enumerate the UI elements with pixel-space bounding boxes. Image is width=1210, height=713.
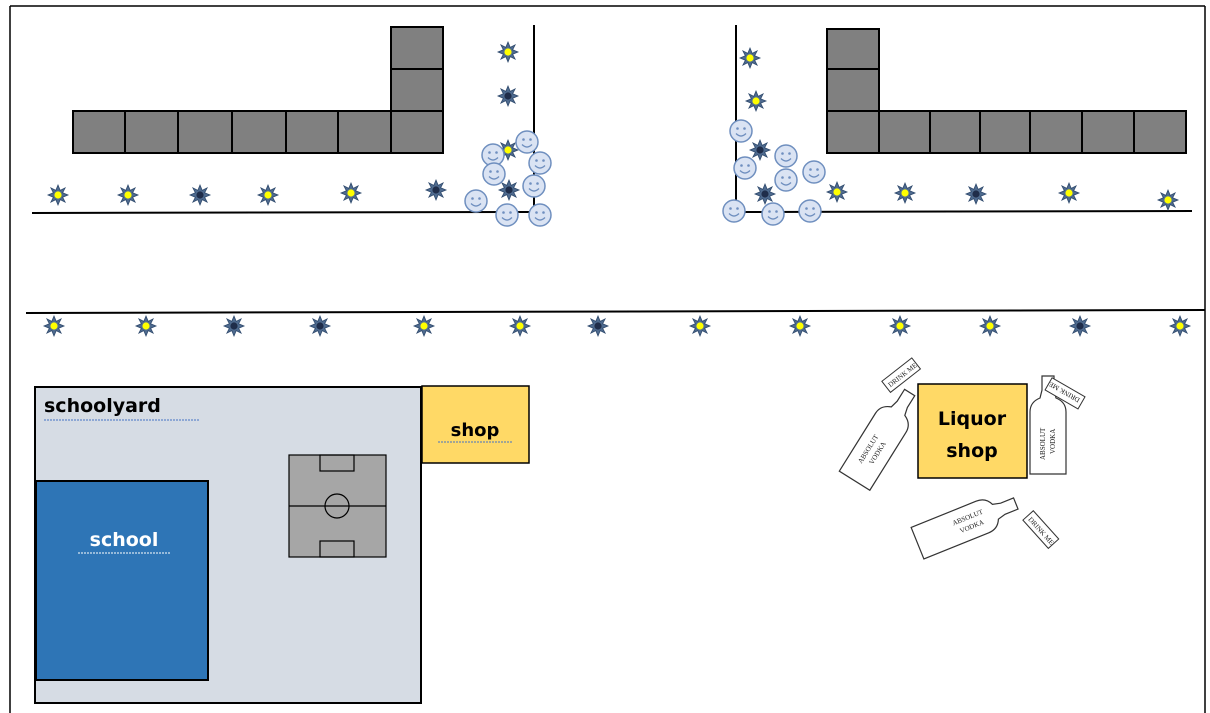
smiley-face-icon [522, 174, 546, 198]
building-block-left [72, 26, 444, 154]
smiley-face-icon [774, 144, 798, 168]
street-light-icon [826, 181, 848, 203]
smiley-face-icon [528, 203, 552, 227]
liquor-shop-building [917, 383, 1028, 479]
street-light-icon [425, 179, 447, 201]
smiley-face-icon [729, 119, 753, 143]
schoolyard-label: schoolyard [44, 395, 161, 417]
street-light-icon [979, 315, 1001, 337]
school-building [35, 480, 209, 681]
shop-label: shop [451, 420, 500, 441]
smiley-face-icon [528, 151, 552, 175]
street-light-icon [509, 315, 531, 337]
street-light-icon [135, 315, 157, 337]
vodka-bottles: ABSOLUT VODKA DRINK ME ABSOLUT VODKA DRI… [838, 357, 1086, 560]
smiley-face-icon [515, 130, 539, 154]
street-light-icon [739, 47, 761, 69]
street-light-icon [497, 85, 519, 107]
vodka-bottle-icon: ABSOLUT VODKA DRINK ME [910, 497, 1060, 560]
street-light-icon [749, 139, 771, 161]
streets [25, 25, 1206, 314]
smiley-face-icon [761, 202, 785, 226]
smiley-face-icon [464, 189, 488, 213]
street-light-icon [745, 90, 767, 112]
street-light-icon [189, 184, 211, 206]
street-light-icon [894, 182, 916, 204]
smiley-face-icon [774, 168, 798, 192]
street-lights [43, 41, 1191, 337]
street-light-icon [1069, 315, 1091, 337]
street-light-icon [1058, 182, 1080, 204]
shop-building [421, 385, 530, 464]
street-light-icon [497, 139, 519, 161]
street-light-icon [309, 315, 331, 337]
street-light-icon [117, 184, 139, 206]
street-light-icon [965, 183, 987, 205]
smiley-face-icon [482, 162, 506, 186]
people-groups [464, 119, 826, 227]
smiley-face-icon [802, 160, 826, 184]
street-light-icon [889, 315, 911, 337]
building-block-right [826, 28, 1187, 154]
liquor-shop-label-line2: shop [946, 440, 998, 462]
street-light-icon [497, 41, 519, 63]
vodka-bottle-icon: ABSOLUT VODKA DRINK ME [1029, 375, 1086, 475]
street-light-icon [754, 183, 776, 205]
street-light-icon [587, 315, 609, 337]
vodka-bottle-icon: ABSOLUT VODKA DRINK ME [838, 357, 922, 492]
street-main-south [25, 309, 1206, 314]
svg-text:ABSOLUT: ABSOLUT [1039, 427, 1047, 460]
svg-text:VODKA: VODKA [1049, 429, 1057, 454]
street-light-icon [47, 184, 69, 206]
liquor-shop-label-line1: Liquor [938, 408, 1007, 430]
street-light-icon [257, 184, 279, 206]
street-light-icon [1157, 189, 1179, 211]
street-light-icon [223, 315, 245, 337]
street-light-icon [340, 182, 362, 204]
street-light-icon [689, 315, 711, 337]
street-light-icon [789, 315, 811, 337]
smiley-face-icon [798, 199, 822, 223]
smiley-face-icon [722, 199, 746, 223]
street-light-icon [413, 315, 435, 337]
street-light-icon [498, 179, 520, 201]
football-field-icon [288, 454, 387, 558]
street-light-icon [43, 315, 65, 337]
smiley-face-icon [733, 156, 757, 180]
school-label: school [90, 529, 159, 551]
street-light-icon [1169, 315, 1191, 337]
smiley-face-icon [495, 203, 519, 227]
